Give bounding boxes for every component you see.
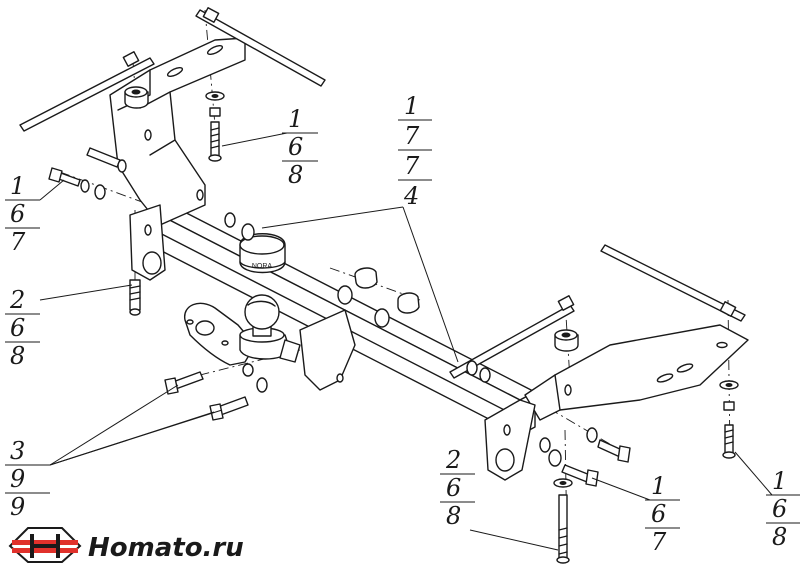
- leader-lines: [39, 132, 773, 551]
- callout-d-item-4: 4: [403, 182, 419, 210]
- fasteners-right: [466, 360, 739, 564]
- callout-g-item-1: 1: [651, 472, 666, 500]
- callout-a-item-3: 7: [10, 228, 26, 256]
- callout-h-item-1: 1: [772, 467, 787, 495]
- callout-d-item-3: 7: [404, 152, 420, 180]
- fasteners-left: [48, 91, 225, 316]
- left-side-plate: [129, 204, 166, 281]
- callout-d-item-2: 7: [404, 122, 420, 150]
- callout-c: 1 6 8: [282, 105, 318, 189]
- logo-emblem: [8, 527, 82, 563]
- callout-d: 1 7 7 4: [398, 92, 432, 210]
- logo-text: Homato.ru: [88, 533, 244, 563]
- callout-h-item-3: 8: [772, 523, 787, 551]
- callout-h: 1 6 8: [766, 467, 800, 551]
- callout-g-item-3: 7: [651, 528, 667, 556]
- tow-ball-assembly: [184, 294, 301, 366]
- ball-cap-marking: NORA: [252, 263, 273, 270]
- callout-a-item-1: 1: [10, 172, 25, 200]
- callout-h-item-2: 6: [772, 495, 787, 523]
- callout-b-item-2: 6: [10, 314, 25, 342]
- left-bracket: [109, 37, 246, 226]
- callout-e-item-2: 9: [10, 465, 25, 493]
- callout-a: 1 6 7: [5, 172, 40, 256]
- right-end-plate: [484, 399, 536, 481]
- ball-cap: NORA: [239, 233, 286, 274]
- homato-logo: Homato.ru: [4, 520, 244, 568]
- callout-a-item-2: 6: [10, 200, 25, 228]
- callout-c-item-3: 8: [288, 161, 303, 189]
- bushings: [124, 86, 579, 352]
- callout-b-item-1: 2: [9, 286, 25, 314]
- callout-e-item-3: 9: [10, 493, 25, 521]
- callout-g: 1 6 7: [645, 472, 680, 556]
- callout-f-item-3: 8: [446, 502, 461, 530]
- callout-b: 2 6 8: [5, 286, 40, 370]
- callout-f-item-2: 6: [446, 474, 461, 502]
- fasteners-center: [164, 212, 420, 421]
- callout-b-item-3: 8: [10, 342, 25, 370]
- callout-g-item-2: 6: [651, 500, 666, 528]
- center-mount-plate: [299, 309, 356, 391]
- right-bracket: [524, 324, 749, 421]
- callout-f: 2 6 8: [440, 446, 475, 530]
- callout-d-item-1: 1: [404, 92, 419, 120]
- cable-ties: [19, 7, 746, 379]
- callout-e-item-1: 3: [10, 437, 25, 465]
- callout-c-item-2: 6: [288, 133, 303, 161]
- callout-f-item-1: 2: [445, 446, 461, 474]
- callout-c-item-1: 1: [288, 105, 303, 133]
